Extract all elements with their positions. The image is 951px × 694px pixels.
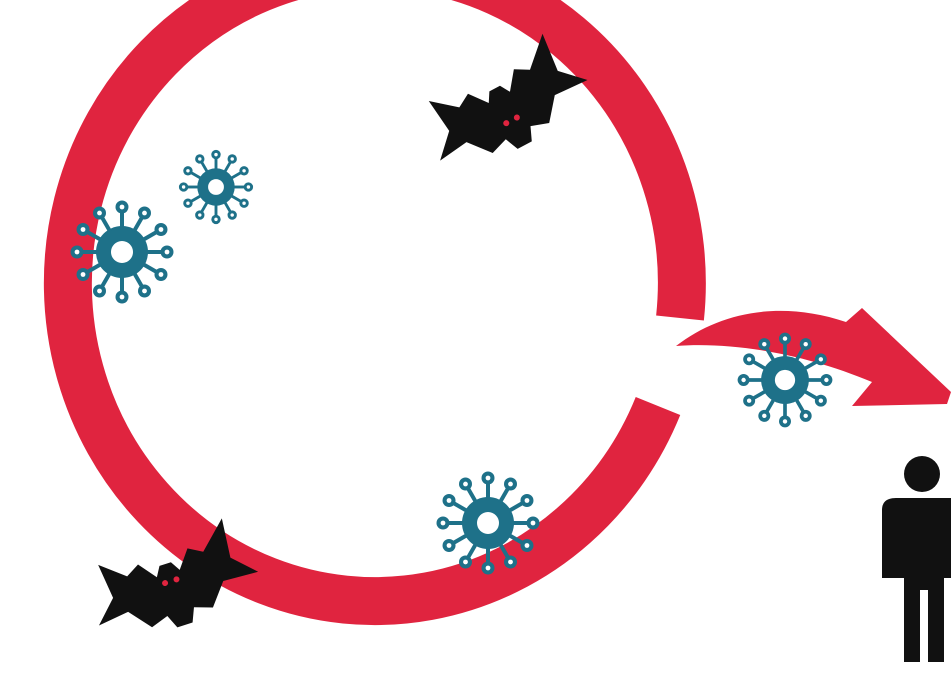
virus-icon (179, 150, 253, 224)
human-icon (882, 456, 951, 662)
cycle-ring (68, 0, 682, 601)
spillover-arrow (676, 308, 951, 406)
